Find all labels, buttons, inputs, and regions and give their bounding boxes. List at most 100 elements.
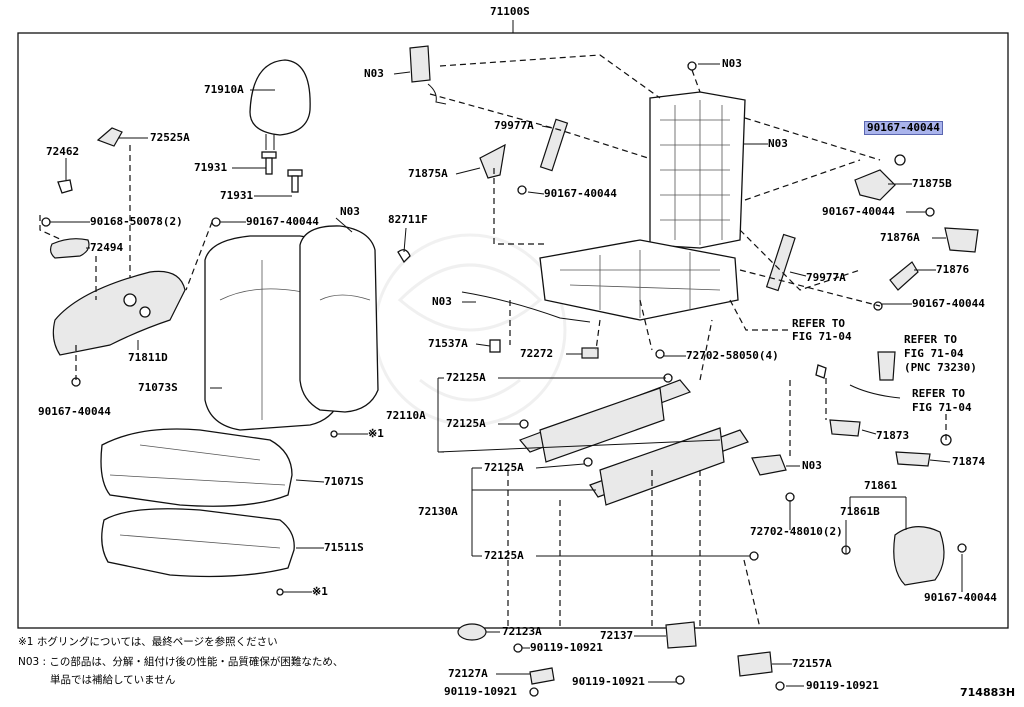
label-refer-a-2[interactable]: FIG 71-04 (792, 330, 852, 343)
label-n03-d[interactable]: N03 (722, 57, 742, 70)
label-90167-40044-c[interactable]: 90167-40044 (544, 187, 617, 200)
label-refer-b-1[interactable]: REFER TO (904, 333, 957, 346)
label-71875A[interactable]: 71875A (408, 167, 448, 180)
headrest-guides (261, 151, 303, 193)
label-90119-10921-a[interactable]: 90119-10921 (530, 641, 603, 654)
label-72272[interactable]: 72272 (520, 347, 554, 360)
label-72123A[interactable]: 72123A (502, 625, 542, 638)
label-refer-b-3[interactable]: (PNC 73230) (904, 361, 977, 374)
label-90167-40044-f[interactable]: 90167-40044 (924, 591, 997, 604)
bolt-72702-58050 (655, 349, 665, 359)
part-71537A (489, 339, 501, 353)
label-71100S[interactable]: 71100S (490, 5, 530, 18)
clip-72125A-d (749, 551, 759, 561)
seat-cushion-pad (100, 428, 293, 507)
bracket-71875B (854, 169, 896, 201)
label-71811D[interactable]: 71811D (128, 351, 168, 364)
label-71861B[interactable]: 71861B (840, 505, 880, 518)
label-90167-40044-e[interactable]: 90167-40044 (912, 297, 985, 310)
label-71910A[interactable]: 71910A (204, 83, 244, 96)
label-90167-40044-d[interactable]: 90167-40044 (822, 205, 895, 218)
label-72127A[interactable]: 72127A (448, 667, 488, 680)
cover-72137 (665, 621, 697, 649)
label-72125A-a[interactable]: 72125A (446, 371, 486, 384)
label-90119-10921-d[interactable]: 90119-10921 (806, 679, 879, 692)
label-refer-b-2[interactable]: FIG 71-04 (904, 347, 964, 360)
n03-module (409, 45, 431, 83)
watermark (373, 233, 567, 427)
label-90168-50078[interactable]: 90168-50078(2) (90, 215, 183, 228)
label-refer-a-1[interactable]: REFER TO (792, 317, 845, 330)
label-n03-b[interactable]: N03 (364, 67, 384, 80)
label-72157A[interactable]: 72157A (792, 657, 832, 670)
screw-90167-f (957, 543, 967, 553)
label-72125A-c[interactable]: 72125A (484, 461, 524, 474)
label-90167-40044-highlighted[interactable]: 90167-40044 (864, 121, 943, 135)
pad-79977A-b (765, 233, 796, 292)
label-refer-c-1[interactable]: REFER TO (912, 387, 965, 400)
label-79977A-b[interactable]: 79977A (806, 271, 846, 284)
hog-ring-marker-1 (330, 430, 338, 438)
label-90167-40044-a[interactable]: 90167-40044 (246, 215, 319, 228)
label-71073S[interactable]: 71073S (138, 381, 178, 394)
label-71861[interactable]: 71861 (864, 479, 898, 492)
label-71537A[interactable]: 71537A (428, 337, 468, 350)
part-72272 (581, 347, 599, 359)
footnote-n03-line2: 単品では補給していません (50, 674, 176, 686)
bracket-71873 (829, 419, 861, 437)
screw-90119-d (775, 681, 785, 691)
label-hog-ring-ref-1[interactable]: ※1 (368, 427, 384, 440)
recliner-knob (49, 238, 90, 259)
label-71071S[interactable]: 71071S (324, 475, 364, 488)
cover-72123A (457, 623, 487, 641)
wire-n03 (461, 291, 591, 323)
cover-72525A (96, 127, 123, 147)
label-72494[interactable]: 72494 (90, 241, 124, 254)
label-72125A-b[interactable]: 72125A (446, 417, 486, 430)
footnote-n03-line1: N03 : この部品は、分解・組付け後の性能・品質確保が困難なため、 (18, 656, 344, 668)
label-71873[interactable]: 71873 (876, 429, 910, 442)
label-hog-ring-ref-2[interactable]: ※1 (312, 585, 328, 598)
label-refer-c-2[interactable]: FIG 71-04 (912, 401, 972, 414)
label-72525A[interactable]: 72525A (150, 131, 190, 144)
label-71874[interactable]: 71874 (952, 455, 986, 468)
screw-90167-d (925, 207, 935, 217)
seat-frame (539, 91, 746, 321)
label-90167-40044-b[interactable]: 90167-40044 (38, 405, 111, 418)
label-71511S[interactable]: 71511S (324, 541, 364, 554)
label-72462[interactable]: 72462 (46, 145, 80, 158)
label-71931-b[interactable]: 71931 (220, 189, 254, 202)
label-71876A[interactable]: 71876A (880, 231, 920, 244)
nut-n03 (687, 61, 697, 71)
bolt-72702-48010 (785, 492, 795, 502)
label-90119-10921-c[interactable]: 90119-10921 (572, 675, 645, 688)
screw-90119-c (675, 675, 685, 685)
screw-highlighted (894, 154, 906, 166)
label-72130A[interactable]: 72130A (418, 505, 458, 518)
label-82711F[interactable]: 82711F (388, 213, 428, 226)
bracket-71874 (895, 451, 931, 467)
clip-72125A-c (583, 457, 593, 467)
label-72110A[interactable]: 72110A (386, 409, 426, 422)
label-71876[interactable]: 71876 (936, 263, 970, 276)
label-72125A-d[interactable]: 72125A (484, 549, 524, 562)
label-71931-a[interactable]: 71931 (194, 161, 228, 174)
label-90119-10921-b[interactable]: 90119-10921 (444, 685, 517, 698)
label-79977A-a[interactable]: 79977A (494, 119, 534, 132)
seat-cushion-cover (101, 508, 295, 578)
label-72702-58050[interactable]: 72702-58050(4) (686, 349, 779, 362)
seat-rails (518, 379, 749, 506)
label-n03-c[interactable]: N03 (432, 295, 452, 308)
cap-72462 (57, 179, 73, 194)
label-n03-e[interactable]: N03 (768, 137, 788, 150)
label-72702-48010[interactable]: 72702-48010(2) (750, 525, 843, 538)
label-72137[interactable]: 72137 (600, 629, 634, 642)
label-n03-a[interactable]: N03 (340, 205, 360, 218)
label-71875B[interactable]: 71875B (912, 177, 952, 190)
bracket-71875A (479, 143, 506, 179)
part-n03-lower (751, 454, 787, 476)
pad-79977A-a (539, 118, 569, 172)
label-n03-f[interactable]: N03 (802, 459, 822, 472)
